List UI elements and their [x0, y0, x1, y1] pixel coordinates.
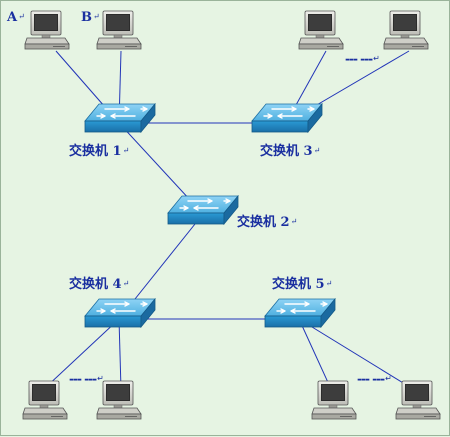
network-switch-icon [167, 194, 239, 226]
network-link [118, 318, 122, 390]
network-switch-icon [84, 102, 156, 134]
paragraph-mark: ↵ [373, 54, 380, 63]
computer-a-label: A↵ [7, 10, 25, 25]
links-layer [43, 50, 414, 390]
paragraph-mark: ↵ [385, 374, 392, 383]
paragraph-mark: ↵ [313, 146, 321, 155]
network-link [43, 318, 120, 390]
network-switch-icon [251, 102, 323, 134]
desktop-computer-icon [395, 380, 441, 420]
nodes-layer [22, 10, 441, 420]
network-link [298, 318, 414, 390]
switch-2-label: 交换机 2↵ [237, 215, 298, 230]
paragraph-mark: ↵ [122, 146, 130, 155]
more-computers-ellipsis: --- ---↵ [345, 52, 380, 66]
switch-5-label: 交换机 5↵ [272, 277, 333, 292]
desktop-computer-icon [311, 380, 357, 420]
network-switch-icon [84, 297, 156, 329]
network-link [298, 318, 332, 390]
paragraph-mark: ↵ [97, 374, 104, 383]
paragraph-mark: ↵ [122, 279, 130, 288]
more-computers-ellipsis: --- ---↵ [357, 372, 392, 386]
desktop-computer-icon [96, 380, 142, 420]
desktop-computer-icon [383, 10, 429, 50]
switch-1-label: 交换机 1↵ [69, 144, 130, 159]
more-computers-ellipsis: --- ---↵ [69, 372, 104, 386]
paragraph-mark: ↵ [93, 12, 100, 21]
desktop-computer-icon [298, 10, 344, 50]
switch-4-label: 交换机 4↵ [69, 277, 130, 292]
computer-b-label: B↵ [81, 10, 100, 25]
desktop-computer-icon [96, 10, 142, 50]
switch-3-label: 交换机 3↵ [260, 144, 321, 159]
paragraph-mark: ↵ [325, 279, 333, 288]
desktop-computer-icon [24, 10, 70, 50]
desktop-computer-icon [22, 380, 68, 420]
paragraph-mark: ↵ [18, 12, 25, 21]
paragraph-mark: ↵ [290, 217, 298, 226]
network-switch-icon [264, 297, 336, 329]
